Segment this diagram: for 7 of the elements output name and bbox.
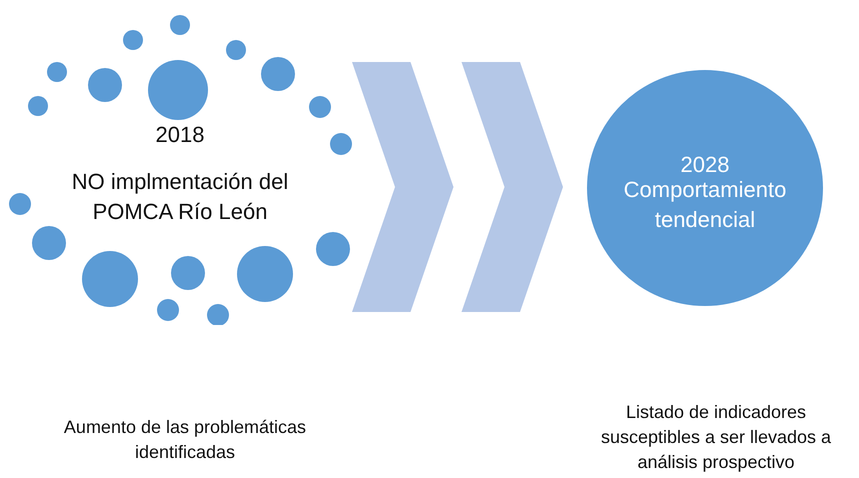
- node-label: Comportamiento tendencial: [622, 176, 788, 234]
- year-label: 2028: [680, 151, 730, 179]
- caption-text: Listado de indicadores susceptibles a ser llevados a análisis prospectivo: [600, 401, 832, 474]
- year-label: 2018: [154, 121, 206, 149]
- node-label: NO implmentación del POMCA Río León: [70, 168, 290, 226]
- caption-text: Aumento de las problemáticas identificadas: [62, 416, 308, 464]
- chevron-arrow: [352, 62, 563, 312]
